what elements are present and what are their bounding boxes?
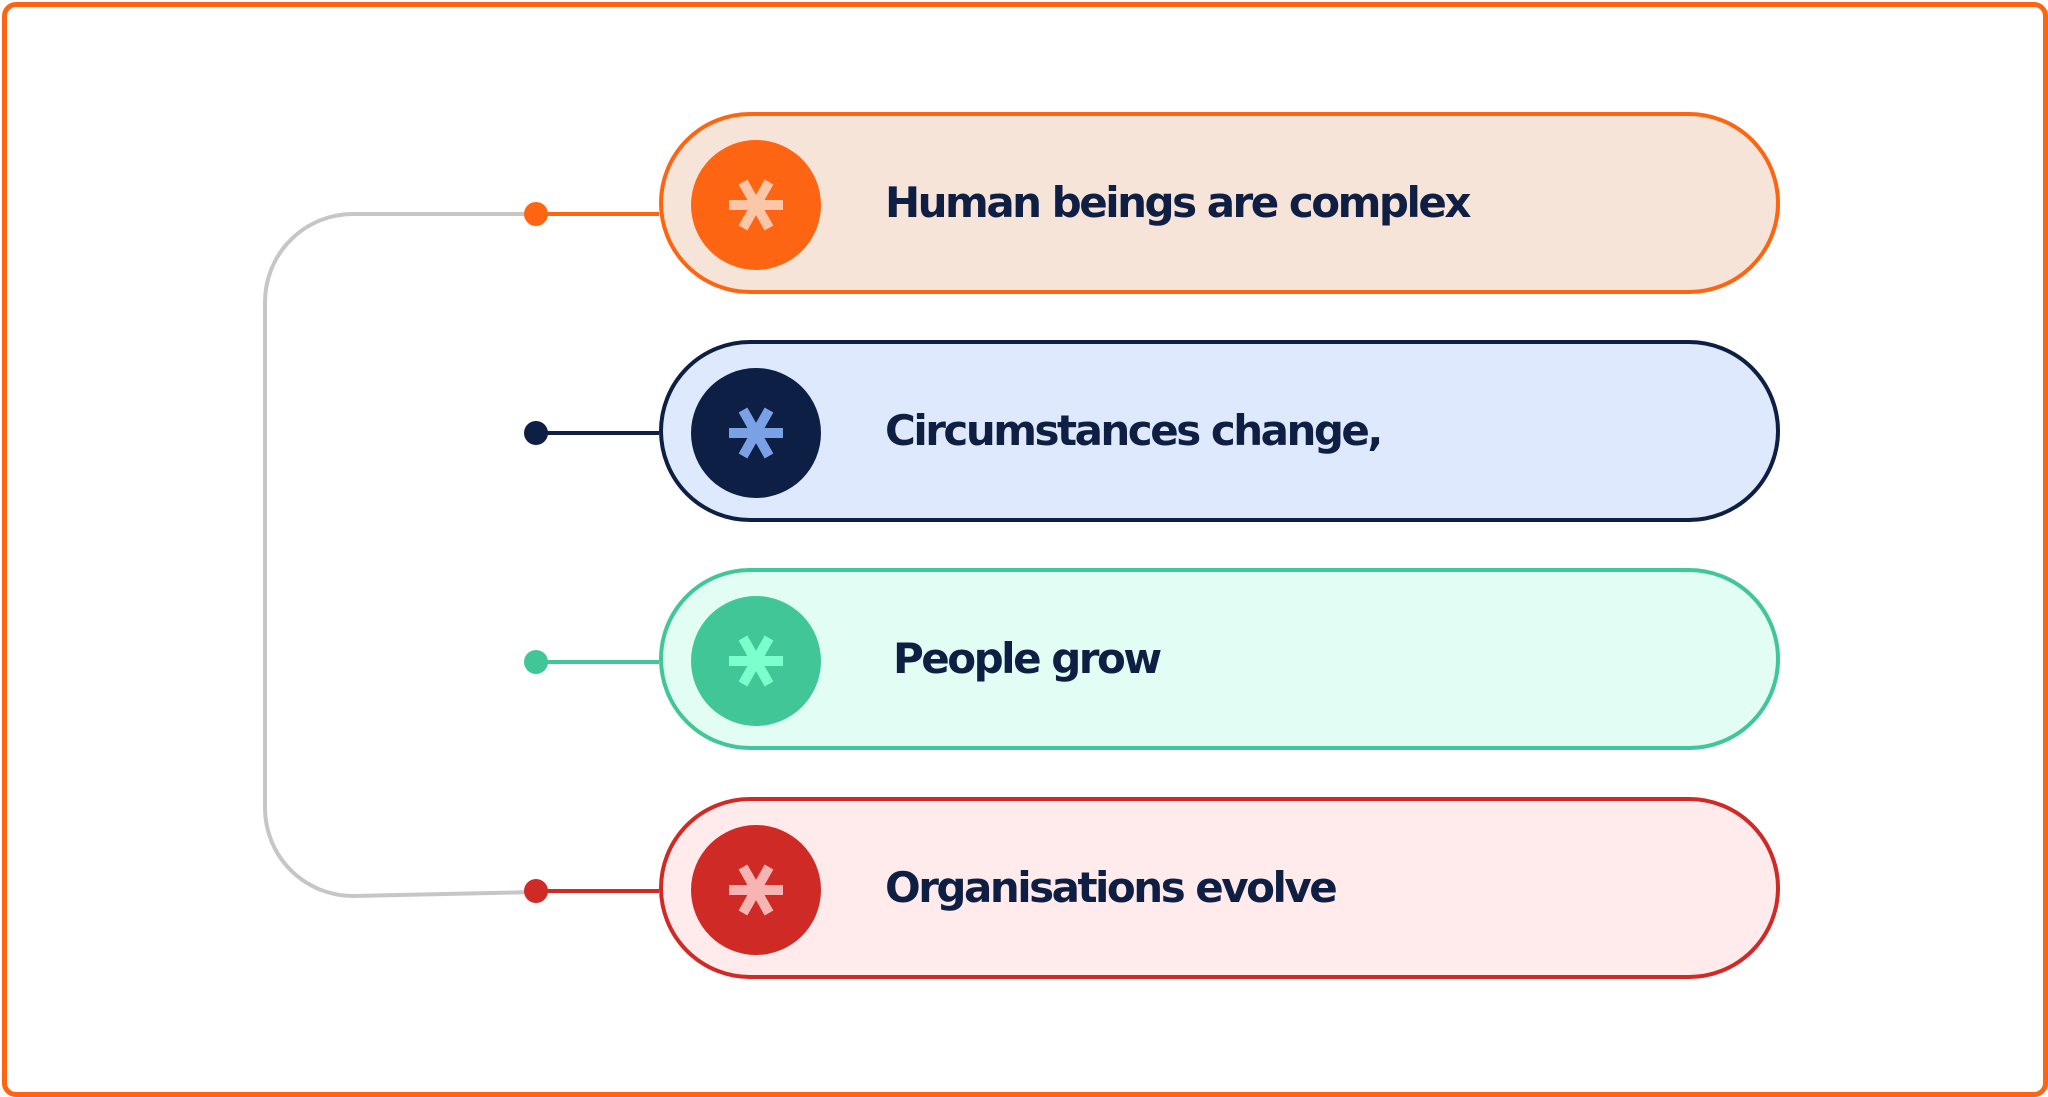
- statement-pill-1: Human beings are complex: [659, 112, 1780, 294]
- connector-dot-4: [524, 879, 548, 903]
- asterisk-icon: [729, 407, 783, 459]
- statement-label: Circumstances change,: [885, 406, 1383, 455]
- asterisk-icon: [729, 179, 783, 231]
- icon-badge-3: [691, 596, 821, 726]
- statement-pill-3: People grow: [659, 568, 1780, 750]
- loop-connector: [263, 212, 537, 899]
- asterisk-icon: [729, 635, 783, 687]
- statement-label: People grow: [893, 634, 1162, 683]
- connector-dot-1: [524, 202, 548, 226]
- asterisk-icon: [729, 864, 783, 916]
- connector-dot-3: [524, 650, 548, 674]
- icon-badge-2: [691, 368, 821, 498]
- icon-badge-4: [691, 825, 821, 955]
- connector-dot-2: [524, 421, 548, 445]
- statement-pill-2: Circumstances change,: [659, 340, 1780, 522]
- statement-label: Human beings are complex: [885, 178, 1471, 227]
- statement-label: Organisations evolve: [885, 863, 1338, 912]
- statement-pill-4: Organisations evolve: [659, 797, 1780, 979]
- icon-badge-1: [691, 140, 821, 270]
